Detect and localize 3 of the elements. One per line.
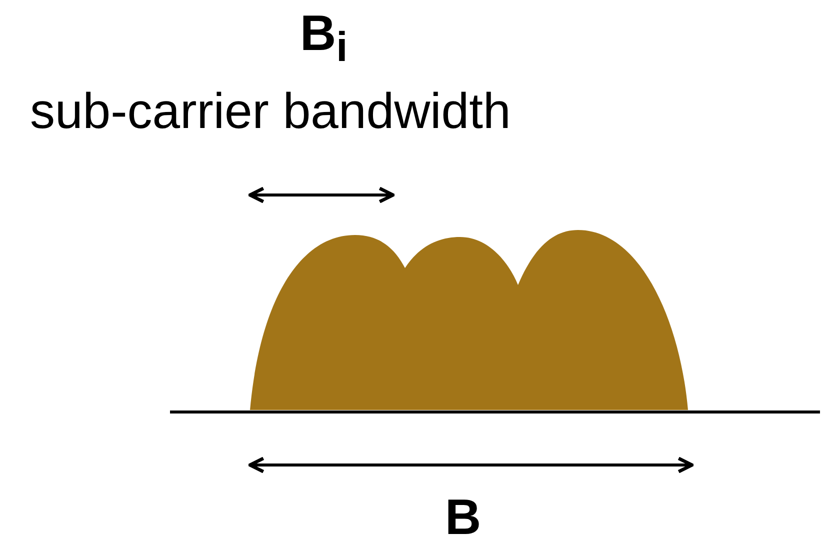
bandwidth-symbol: B	[445, 492, 482, 541]
caption-text: sub-carrier bandwidth	[30, 86, 511, 136]
bandwidth-symbol: B$_{i}$	[300, 8, 348, 68]
